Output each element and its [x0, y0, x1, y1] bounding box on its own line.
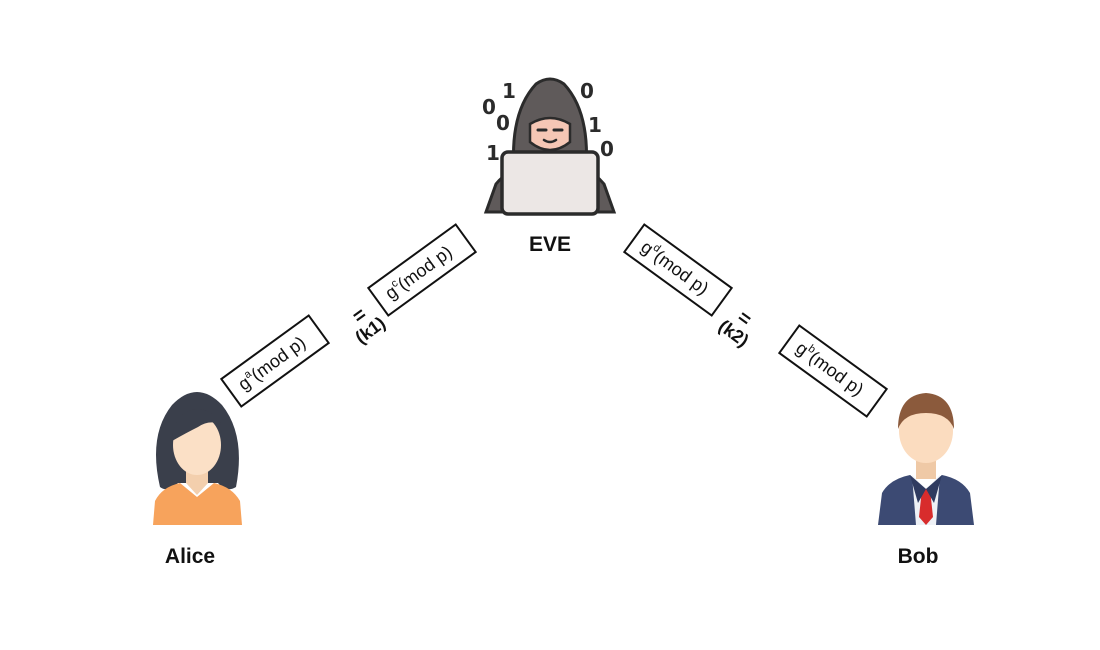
binary-digit: 1 — [486, 141, 500, 165]
message-modulus: (mod p) — [805, 347, 868, 400]
message-modulus: (mod p) — [393, 241, 456, 295]
hooded-hacker-icon: 0 1 0 1 0 1 0 — [482, 77, 617, 216]
message-box-alice: ga(mod p) — [219, 314, 331, 408]
binary-digit: 0 — [580, 79, 594, 103]
message-box-eve-to-alice: gc(mod p) — [366, 223, 478, 317]
binary-digit: 1 — [502, 79, 516, 103]
bob-label: Bob — [897, 545, 939, 568]
binary-digit: 0 — [600, 137, 614, 161]
message-modulus: (mod p) — [650, 246, 713, 299]
eve-label: EVE — [528, 233, 572, 256]
message-modulus: (mod p) — [247, 332, 310, 385]
binary-digit: 0 — [496, 111, 510, 135]
message-box-bob: gb(mod p) — [777, 324, 889, 418]
message-box-eve-to-bob: gd(mod p) — [622, 223, 734, 317]
alice-label: Alice — [164, 545, 216, 568]
businessman-avatar-icon — [878, 393, 974, 525]
woman-avatar-icon — [153, 392, 242, 525]
binary-digit: 0 — [482, 95, 496, 119]
binary-digit: 1 — [588, 113, 602, 137]
